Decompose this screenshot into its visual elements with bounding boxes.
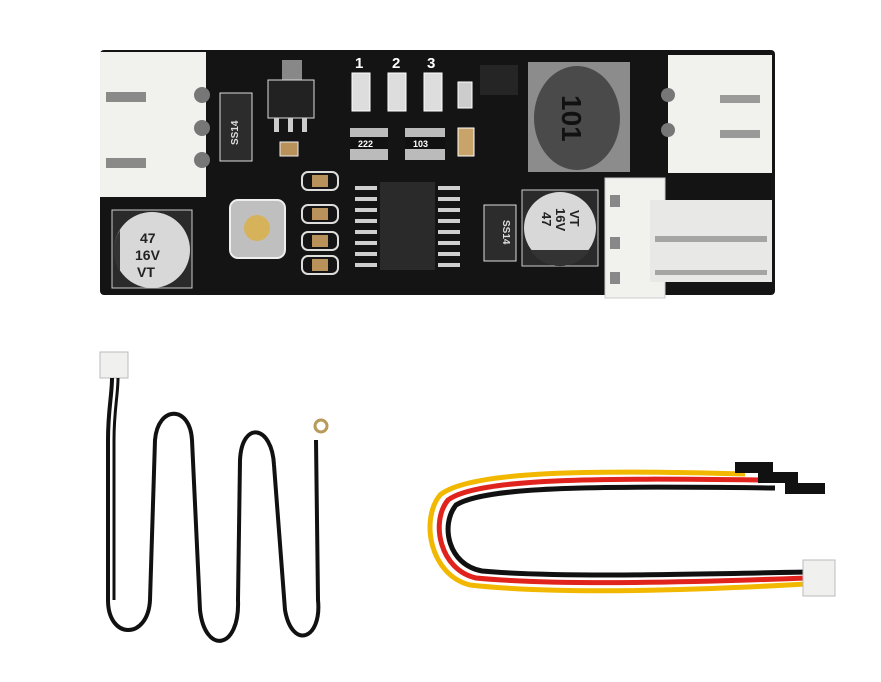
smd-capacitors (301, 171, 339, 275)
black-wire-fan (445, 484, 807, 578)
cap-right-voltage: 16V (553, 208, 568, 231)
resistor-array-1-marking: 222 (358, 139, 373, 149)
cap-right-series: VT (567, 210, 582, 227)
ic-chip (355, 182, 460, 270)
fan-connector (604, 177, 772, 299)
black-wire (106, 377, 321, 643)
dupont-connector-1 (735, 462, 773, 473)
left-connector (100, 52, 210, 197)
tactile-button (229, 199, 286, 259)
cap-right-value: 47 (539, 212, 554, 226)
diode-right: SS14 (483, 204, 517, 262)
cap-left-series: VT (137, 264, 155, 280)
dupont-connector-2 (758, 472, 798, 483)
leds: 1 2 3 (351, 55, 443, 112)
right-top-connector (661, 55, 772, 173)
diode-right-marking: SS14 (500, 220, 511, 245)
led-label-3: 3 (427, 55, 435, 72)
inductor: 101 (528, 62, 630, 172)
ring-terminal (313, 418, 329, 434)
fan-jst-connector (802, 559, 836, 597)
dupont-connector-3 (785, 483, 825, 494)
sensor-cable (99, 351, 329, 643)
voltage-regulator (267, 60, 315, 157)
led-label-1: 1 (355, 55, 363, 72)
cap-left-value: 47 (140, 230, 156, 246)
diode-left: SS14 (219, 92, 253, 162)
inductor-marking: 101 (556, 95, 587, 142)
resistor-array-2-marking: 103 (413, 139, 428, 149)
yellow-wire (427, 469, 807, 594)
red-wire (436, 476, 807, 586)
capacitor-right: 47 16V VT (521, 189, 599, 267)
resistor-arrays: 222 103 (350, 65, 518, 160)
cap-left-voltage: 16V (135, 247, 161, 263)
fan-cable (427, 462, 836, 597)
led-label-2: 2 (392, 55, 400, 72)
sensor-jst-connector (99, 351, 129, 379)
diode-left-marking: SS14 (230, 120, 241, 145)
pcb-board: 47 16V VT SS14 1 2 3 (100, 50, 775, 299)
capacitor-left: 47 16V VT (111, 209, 193, 289)
